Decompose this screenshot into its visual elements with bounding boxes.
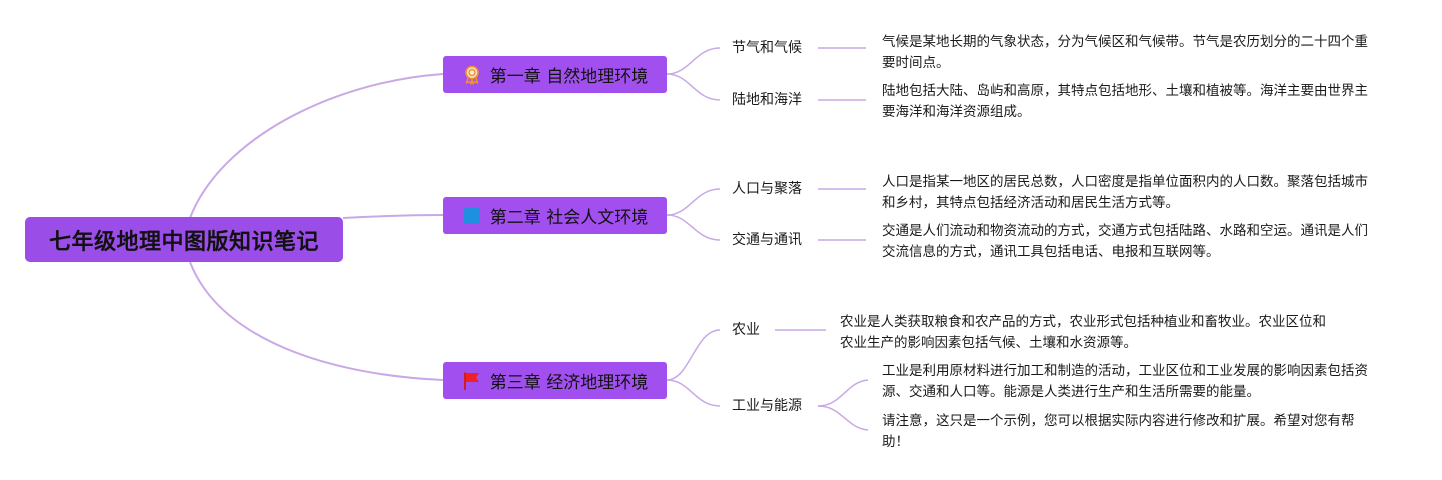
- topic-node[interactable]: 交通与通讯: [732, 232, 802, 248]
- topic-node[interactable]: 人口与聚落: [732, 181, 802, 197]
- note-text: 交通是人们流动和物资流动的方式，交通方式包括陆路、水路和空运。通讯是人们交流信息…: [882, 223, 1368, 260]
- chapter2-to-topic1-link: [666, 188, 721, 216]
- note-text: 气候是某地长期的气象状态，分为气候区和气候带。节气是农历划分的二十四个重要时间点…: [882, 34, 1368, 71]
- blue-square-icon: [462, 206, 482, 226]
- root-to-chapter3-link: [189, 261, 444, 381]
- note-text: 工业是利用原材料进行加工和制造的活动，工业区位和工业发展的影响因素包括资源、交通…: [882, 363, 1368, 400]
- chapter1-to-topic2-link: [666, 73, 721, 101]
- topic-node[interactable]: 工业与能源: [732, 398, 802, 414]
- topic-note-link: [817, 379, 869, 407]
- red-flag-icon: [462, 371, 482, 391]
- chapter3-to-topic1-link: [666, 329, 721, 381]
- chapter-title: 第一章 自然地理环境: [489, 67, 649, 87]
- chapter-node-2[interactable]: 第二章 社会人文环境: [443, 197, 667, 234]
- root-title: 七年级地理中图版知识笔记: [48, 229, 319, 255]
- chapter1-to-topic1-link: [666, 47, 721, 75]
- chapter-node-3[interactable]: 第三章 经济地理环境: [443, 362, 667, 399]
- topic-node[interactable]: 节气和气候: [732, 40, 802, 56]
- note-text: 农业是人类获取粮食和农产品的方式，农业形式包括种植业和畜牧业。农业区位和农业生产…: [840, 314, 1326, 351]
- chapter-title: 第三章 经济地理环境: [489, 373, 649, 393]
- award-ribbon-icon: [462, 65, 482, 85]
- note-text: 人口是指某一地区的居民总数，人口密度是指单位面积内的人口数。聚落包括城市和乡村，…: [882, 174, 1368, 211]
- root-node[interactable]: 七年级地理中图版知识笔记: [25, 217, 343, 262]
- root-to-chapter2-link: [342, 214, 444, 219]
- topic-node[interactable]: 陆地和海洋: [732, 92, 802, 108]
- chapter-title: 第二章 社会人文环境: [489, 208, 649, 228]
- note-text: 请注意，这只是一个示例，您可以根据实际内容进行修改和扩展。希望对您有帮助！: [882, 413, 1355, 450]
- topic-node[interactable]: 农业: [732, 322, 760, 338]
- note-text: 陆地包括大陆、岛屿和高原，其特点包括地形、土壤和植被等。海洋主要由世界主要海洋和…: [882, 83, 1368, 120]
- topic-note-link: [817, 405, 869, 431]
- chapter3-to-topic2-link: [666, 379, 721, 407]
- chapter2-to-topic2-link: [666, 214, 721, 241]
- root-to-chapter1-link: [189, 73, 444, 219]
- chapter-node-1[interactable]: 第一章 自然地理环境: [443, 56, 667, 93]
